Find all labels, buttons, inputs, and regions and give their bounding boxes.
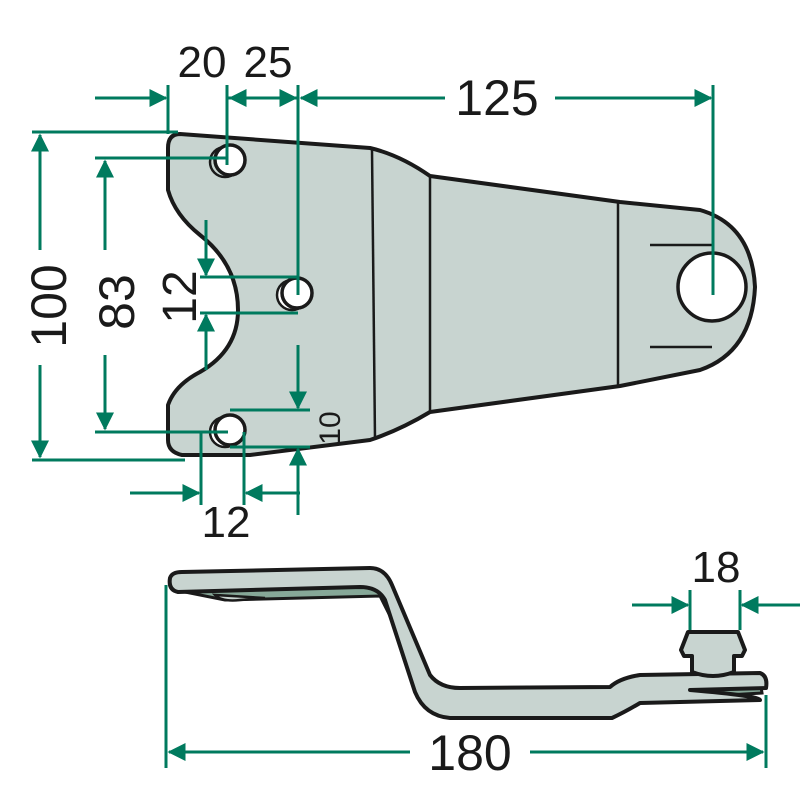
side-view-dimensions: 18 180 xyxy=(164,543,800,781)
dim-10: 10 xyxy=(314,411,347,444)
dim-12-center: 12 xyxy=(154,270,207,323)
blade-holder-outline xyxy=(166,132,757,457)
pivot-pin xyxy=(679,630,747,678)
top-view-dimensions: 20 25 125 100 83 12 10 12 xyxy=(21,38,715,547)
dim-125: 125 xyxy=(455,70,538,126)
dim-20: 20 xyxy=(178,38,227,87)
bottom-boss xyxy=(211,593,266,602)
dim-100: 100 xyxy=(21,264,77,347)
dim-12-bottom: 12 xyxy=(202,498,251,547)
dim-180: 180 xyxy=(428,725,511,781)
bend-line xyxy=(370,149,377,441)
top-view-part xyxy=(166,132,757,457)
dim-83: 83 xyxy=(89,274,145,330)
bottom-hole xyxy=(213,413,247,447)
dim-25: 25 xyxy=(244,38,293,87)
side-profile xyxy=(167,566,769,720)
side-view-part xyxy=(167,566,769,720)
top-hole xyxy=(213,143,247,177)
dim-18: 18 xyxy=(692,543,741,592)
